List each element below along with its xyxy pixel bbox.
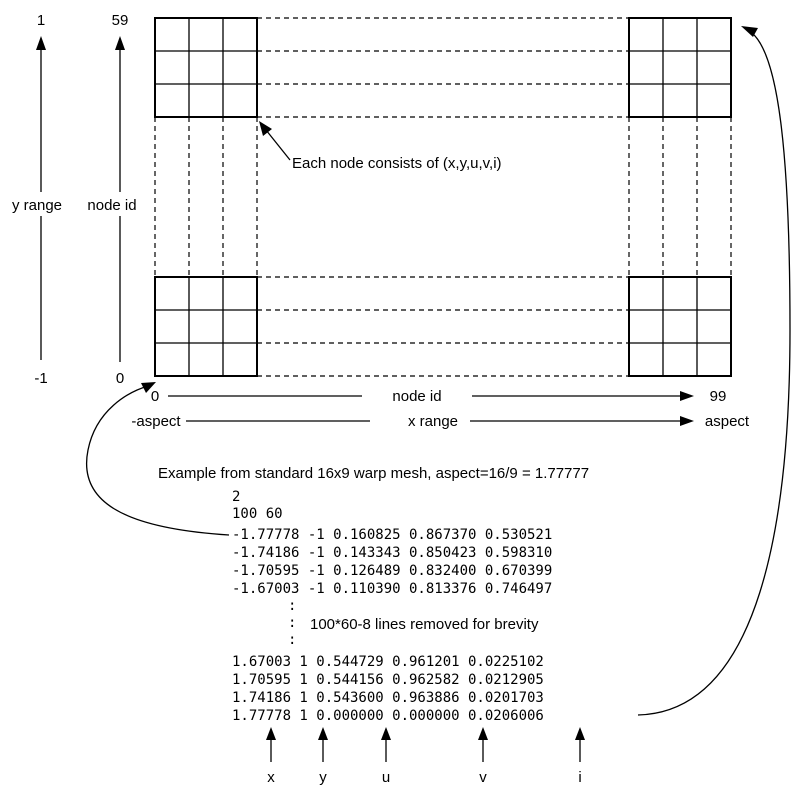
file-row: 1.67003 1 0.544729 0.961201 0.0225102: [232, 654, 544, 670]
file-row: -1.67003 -1 0.110390 0.813376 0.746497: [232, 581, 552, 597]
node-id-start-label: 0: [151, 388, 159, 405]
x-range-end-label: aspect: [705, 413, 750, 430]
node-id-end-label: 99: [710, 388, 727, 405]
curved-arrow-last-row: [637, 26, 791, 716]
grid-bottom-right: [628, 276, 732, 377]
column-arrow-y: [318, 727, 328, 762]
grid-dashed-horizontals: [257, 17, 629, 377]
x-range-axis: -aspect x range aspect: [131, 409, 750, 431]
y-range-axis: 1 y range -1: [0, 12, 80, 387]
grid-dashed-verticals: [154, 117, 732, 277]
curved-arrow-first-row: [86, 382, 230, 536]
x-range-label: x range: [408, 413, 458, 430]
mesh-grid: [154, 17, 732, 377]
x-range-start-label: -aspect: [131, 413, 181, 430]
ellipsis-mark: :: [288, 615, 296, 631]
column-label-y: y: [319, 769, 327, 786]
ellipsis-mark: :: [288, 598, 296, 614]
removed-lines-note: 100*60-8 lines removed for brevity: [310, 616, 539, 633]
column-label-v: v: [479, 769, 487, 786]
file-row: -1.77778 -1 0.160825 0.867370 0.530521: [232, 527, 552, 543]
file-head-line: 2: [232, 489, 240, 505]
grid-bottom-left: [154, 276, 258, 377]
column-arrow-u: [381, 727, 391, 762]
example-title: Example from standard 16x9 warp mesh, as…: [158, 465, 589, 482]
column-label-u: u: [382, 769, 390, 786]
column-label-i: i: [578, 769, 581, 786]
column-arrow-i: [575, 727, 585, 762]
node-id-bottom-label: 0: [116, 370, 124, 387]
node-id-horizontal-label: node id: [392, 388, 441, 405]
file-row: -1.70595 -1 0.126489 0.832400 0.670399: [232, 563, 552, 579]
file-row: 1.70595 1 0.544156 0.962582 0.0212905: [232, 672, 544, 688]
grid-top-left: [154, 17, 258, 118]
node-id-vertical-label: node id: [87, 197, 136, 214]
file-head-line: 100 60: [232, 506, 283, 522]
ellipsis-mark: :: [288, 632, 296, 648]
file-row: -1.74186 -1 0.143343 0.850423 0.598310: [232, 545, 552, 561]
column-label-x: x: [267, 769, 275, 786]
grid-top-right: [628, 17, 732, 118]
node-id-vertical-axis: 59 node id 0: [80, 12, 160, 387]
y-range-label: y range: [12, 197, 62, 214]
y-range-top-label: 1: [37, 12, 45, 29]
node-callout-text: Each node consists of (x,y,u,v,i): [292, 155, 502, 172]
example-file-listing: 2 100 60 -1.77778 -1 0.160825 0.867370 0…: [232, 489, 552, 724]
column-arrow-v: [478, 727, 488, 762]
y-range-bottom-label: -1: [34, 370, 47, 387]
node-callout: Each node consists of (x,y,u,v,i): [259, 121, 502, 172]
column-arrow-x: [266, 727, 276, 762]
file-row: 1.77778 1 0.000000 0.000000 0.0206006: [232, 708, 544, 724]
file-row: 1.74186 1 0.543600 0.963886 0.0201703: [232, 690, 544, 706]
node-id-horizontal-axis: 0 node id 99: [151, 384, 727, 406]
column-arrows: [266, 727, 585, 762]
column-labels: x y u v i: [267, 769, 581, 786]
node-id-top-label: 59: [112, 12, 129, 29]
